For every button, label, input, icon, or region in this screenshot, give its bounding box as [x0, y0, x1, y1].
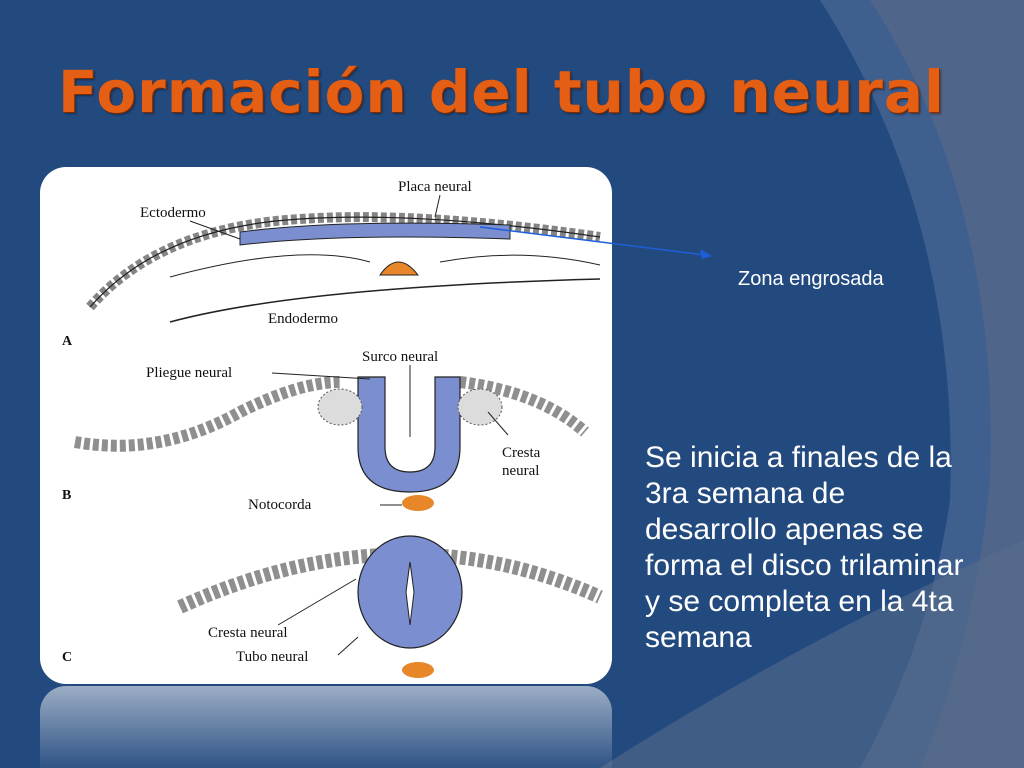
label-surco-neural: Surco neural: [362, 349, 438, 365]
label-pliegue-neural: Pliegue neural: [146, 365, 232, 381]
panel-b: Surco neural Pliegue neural Cresta neura…: [62, 349, 589, 513]
annotation-zona-engrosada: Zona engrosada: [738, 268, 884, 290]
label-placa-neural: Placa neural: [398, 179, 472, 195]
panel-c: Cresta neural Tubo neural C: [62, 535, 603, 678]
label-endodermo: Endodermo: [268, 311, 338, 327]
label-notocorda: Notocorda: [248, 497, 312, 513]
panel-c-letter: C: [62, 650, 72, 665]
label-ectodermo: Ectodermo: [140, 205, 206, 221]
label-cresta-neural-b-1: Cresta: [502, 445, 541, 461]
figure-reflection: [40, 686, 612, 768]
panel-a-letter: A: [62, 334, 73, 349]
label-tubo-neural: Tubo neural: [236, 649, 308, 665]
slide-title: Formación del tubo neural: [58, 58, 945, 126]
slide-body-text: Se inicia a finales de la 3ra semana de …: [645, 441, 964, 654]
label-cresta-neural-c: Cresta neural: [208, 625, 288, 641]
embryo-figure: Placa neural Ectodermo Endodermo A Surco…: [40, 167, 612, 684]
panel-a: Placa neural Ectodermo Endodermo A: [62, 179, 601, 349]
label-cresta-neural-b-2: neural: [502, 463, 539, 479]
panel-b-letter: B: [62, 488, 71, 503]
